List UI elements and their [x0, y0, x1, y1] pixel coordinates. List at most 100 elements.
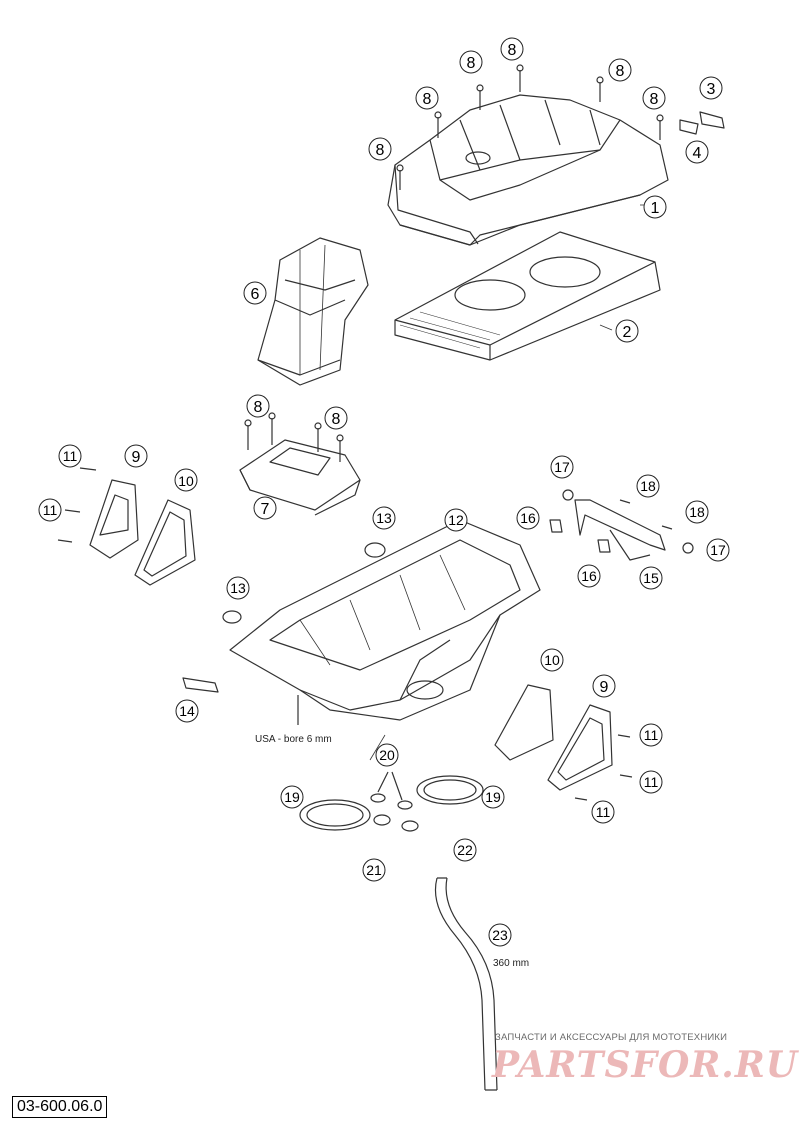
part-air-filter — [394, 231, 661, 361]
cover-screws — [396, 64, 664, 190]
callout-label: 8 — [467, 55, 476, 72]
callout-18a: 18 — [636, 474, 660, 498]
callout-label: 18 — [689, 504, 705, 520]
callout-22: 22 — [453, 838, 477, 862]
callout-18b: 18 — [685, 500, 709, 524]
callout-label: 9 — [132, 449, 141, 466]
note-usa-bore: USA - bore 6 mm — [255, 734, 332, 745]
callout-11b: 11 — [38, 498, 62, 522]
callout-13b: 13 — [226, 576, 250, 600]
callout-label: 17 — [710, 542, 726, 558]
callout-11a: 11 — [58, 444, 82, 468]
note-hose-length: 360 mm — [493, 958, 530, 969]
part-airbox-cover — [387, 94, 669, 246]
callout-8h: 8 — [324, 406, 348, 430]
callout-label: 13 — [230, 580, 246, 596]
part-intake-duct — [257, 237, 369, 386]
callout-label: 21 — [366, 862, 382, 878]
part-plates-right — [494, 684, 633, 801]
callout-12: 12 — [444, 508, 468, 532]
part-bracket-15 — [549, 489, 694, 561]
callout-8a: 8 — [500, 37, 524, 61]
callout-label: 19 — [284, 789, 300, 805]
callout-6: 6 — [243, 281, 267, 305]
callout-9b: 9 — [592, 674, 616, 698]
callout-label: 8 — [616, 63, 625, 80]
callout-label: 11 — [43, 502, 58, 518]
callout-label: 19 — [485, 789, 501, 805]
callout-2: 2 — [615, 319, 639, 343]
callout-label: 10 — [544, 652, 560, 668]
part-plates-left — [57, 467, 196, 586]
callout-label: 8 — [650, 91, 659, 108]
callout-label: 8 — [254, 399, 263, 416]
callout-label: 2 — [623, 324, 632, 341]
callout-1: 1 — [643, 195, 667, 219]
callout-label: 15 — [643, 570, 659, 586]
callout-8e: 8 — [642, 86, 666, 110]
callout-8d: 8 — [415, 86, 439, 110]
callout-16b: 16 — [577, 564, 601, 588]
callout-label: 23 — [492, 927, 508, 943]
part-hose — [434, 877, 498, 1091]
callout-11d: 11 — [639, 770, 663, 794]
callout-13a: 13 — [372, 506, 396, 530]
callout-label: 12 — [448, 512, 464, 528]
part-clip-bracket — [679, 111, 725, 135]
callout-label: 14 — [179, 703, 195, 719]
callout-21: 21 — [362, 858, 386, 882]
watermark-logo: PARTSFOR.RU — [492, 1044, 799, 1086]
part-clip-14 — [182, 677, 219, 693]
callout-label: 11 — [596, 804, 611, 820]
callout-17a: 17 — [550, 455, 574, 479]
callout-label: 11 — [644, 774, 659, 790]
callout-7: 7 — [253, 496, 277, 520]
callout-8c: 8 — [608, 58, 632, 82]
callout-label: 11 — [644, 727, 659, 743]
diagram-part-number: 03-600.06.0 — [12, 1096, 108, 1118]
callout-group: 1 2 3 4 6 7 8 8 8 8 8 8 8 8 9 9 10 10 11… — [38, 37, 730, 947]
callout-23: 23 — [488, 923, 512, 947]
callout-3: 3 — [699, 76, 723, 100]
seals — [299, 771, 484, 832]
callout-label: 18 — [640, 478, 656, 494]
callout-label: 10 — [178, 473, 194, 489]
callout-8g: 8 — [246, 394, 270, 418]
part-flange — [239, 412, 361, 516]
callout-label: 8 — [508, 42, 517, 59]
callout-label: 1 — [651, 200, 660, 217]
callout-label: 8 — [423, 91, 432, 108]
callout-10a: 10 — [174, 468, 198, 492]
callout-label: 20 — [379, 747, 395, 763]
callout-label: 4 — [693, 145, 702, 162]
callout-label: 9 — [600, 679, 609, 696]
callout-4: 4 — [685, 140, 709, 164]
part-airbox-lower — [229, 519, 541, 721]
callout-19b: 19 — [481, 785, 505, 809]
callout-17b: 17 — [706, 538, 730, 562]
callout-label: 17 — [554, 459, 570, 475]
callout-label: 13 — [376, 510, 392, 526]
callout-19a: 19 — [280, 785, 304, 809]
callout-14: 14 — [175, 699, 199, 723]
callout-label: 16 — [520, 510, 536, 526]
callout-9a: 9 — [124, 444, 148, 468]
callout-label: 7 — [261, 501, 270, 518]
callout-11e: 11 — [591, 800, 615, 824]
callout-label: 22 — [457, 842, 473, 858]
callout-label: 8 — [376, 142, 385, 159]
watermark-tagline: ЗАПЧАСТИ И АКСЕССУАРЫ ДЛЯ МОТОТЕХНИКИ — [495, 1032, 728, 1043]
callout-label: 16 — [581, 568, 597, 584]
callout-15: 15 — [639, 566, 663, 590]
callout-8f: 8 — [368, 137, 392, 161]
callout-20: 20 — [375, 743, 399, 767]
callout-16a: 16 — [516, 506, 540, 530]
callout-label: 3 — [707, 81, 716, 98]
grommets — [222, 542, 386, 624]
callout-label: 6 — [251, 286, 260, 303]
callout-label: 8 — [332, 411, 341, 428]
callout-label: 11 — [63, 448, 78, 464]
callout-8b: 8 — [459, 50, 483, 74]
callout-10b: 10 — [540, 648, 564, 672]
